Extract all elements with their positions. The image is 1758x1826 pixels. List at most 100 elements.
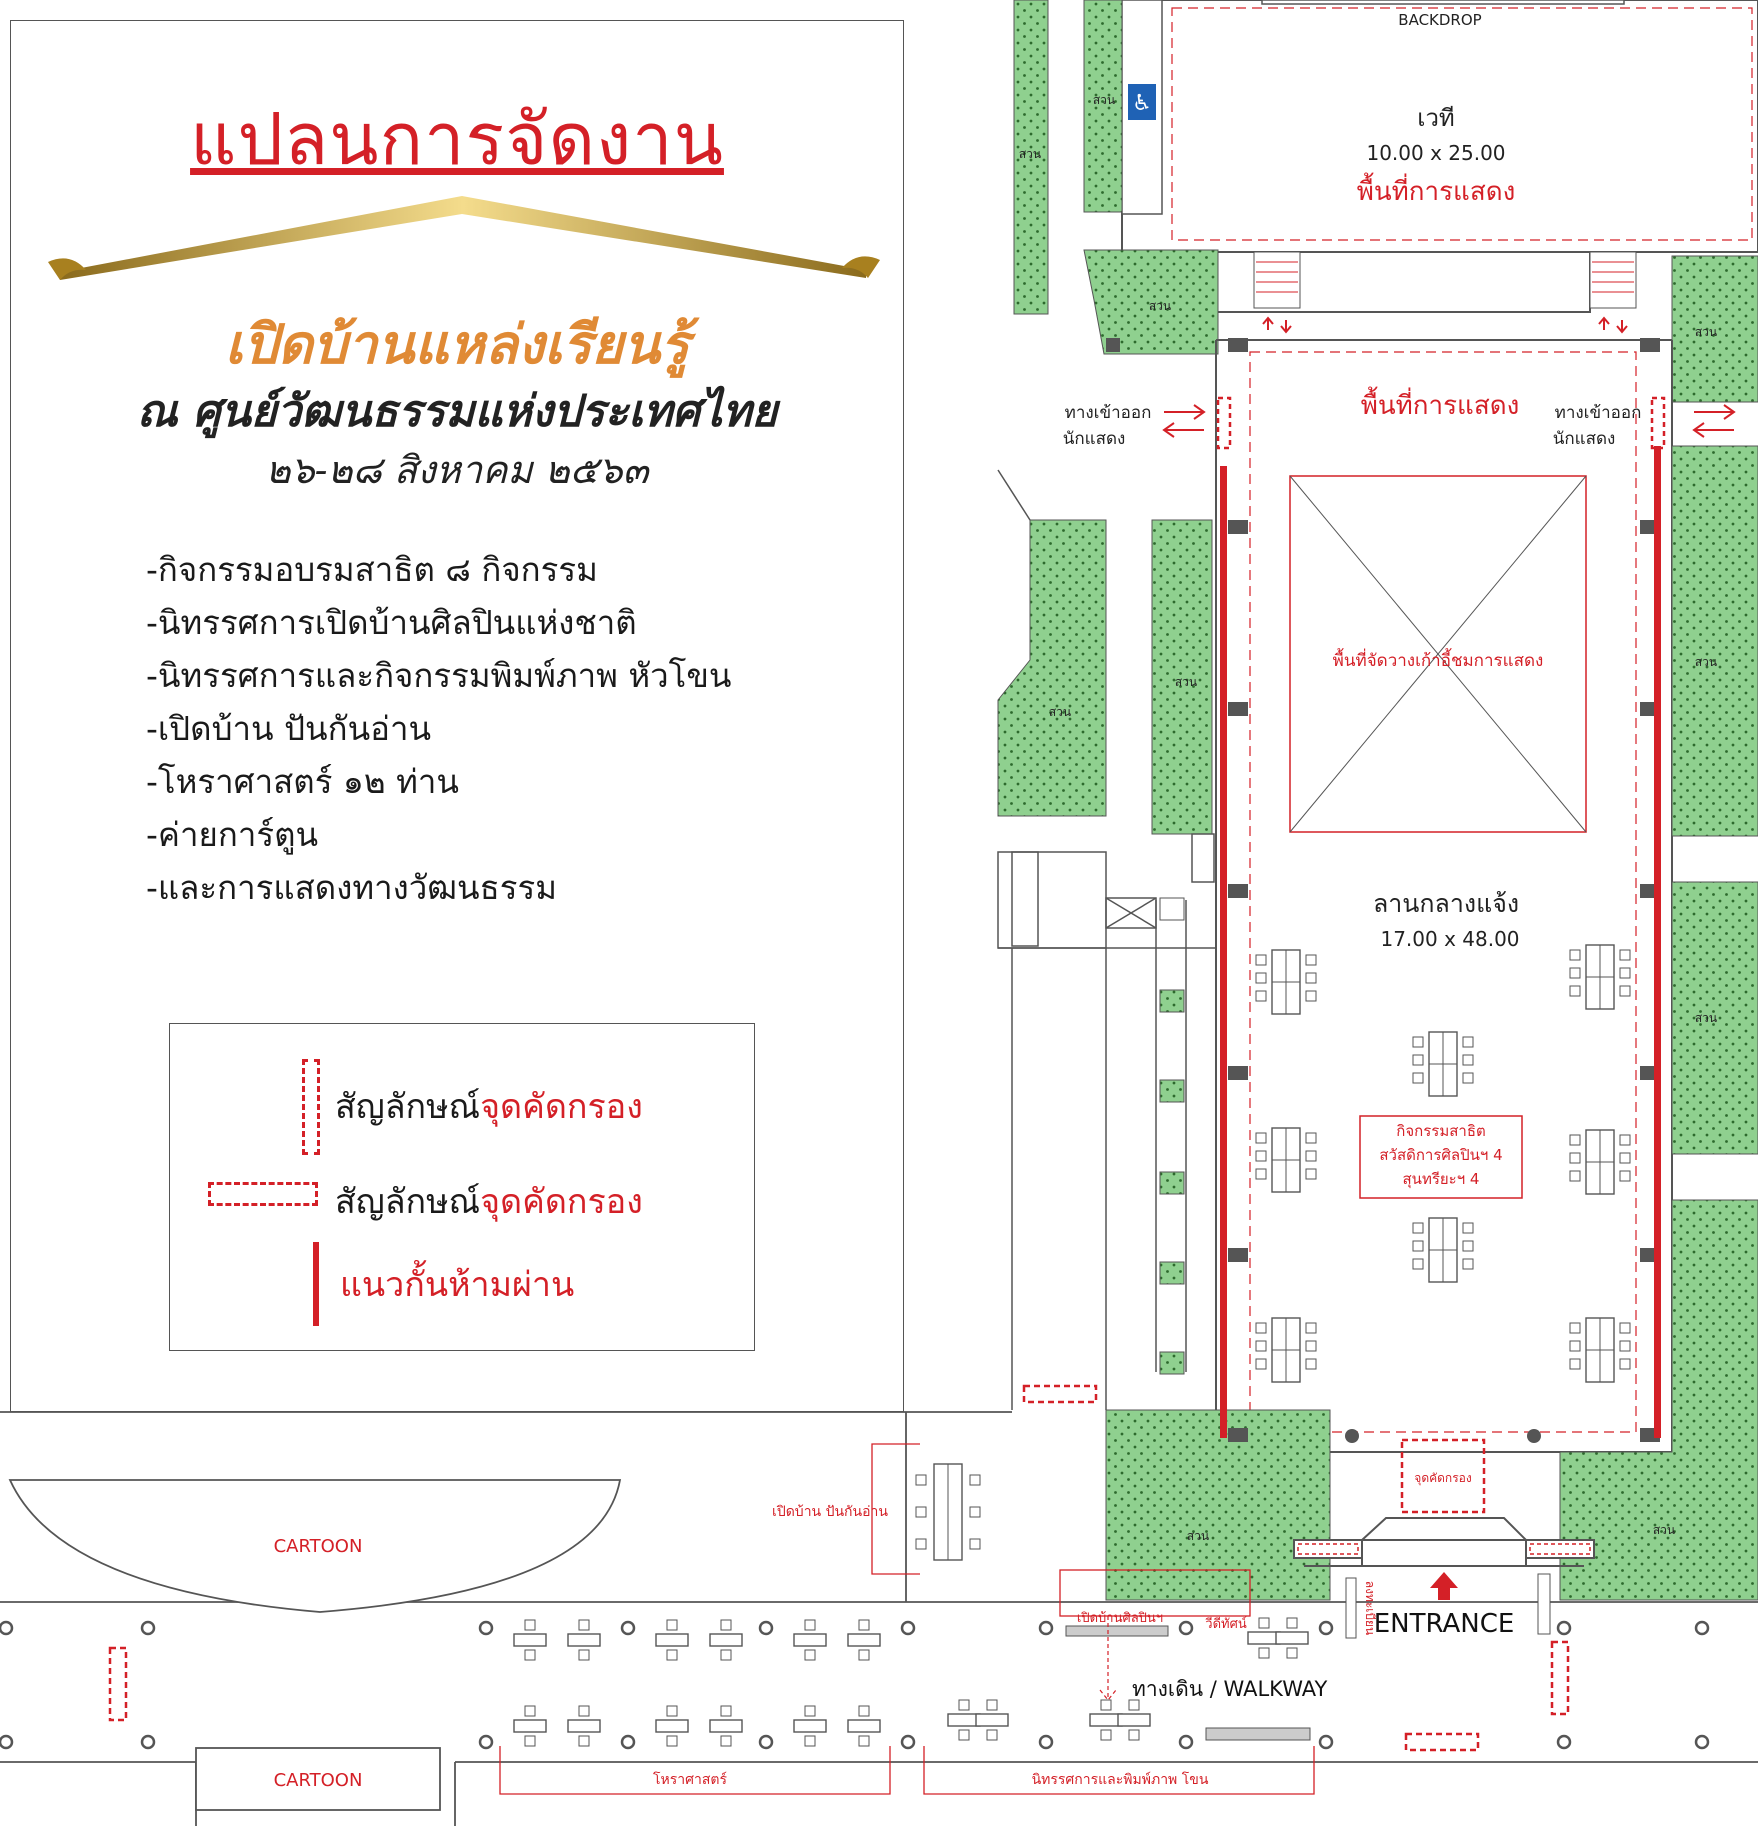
activity-item: -นิทรรศการและกิจกรรมพิมพ์ภาพ หัวโขน xyxy=(146,656,732,695)
table-cluster xyxy=(1255,1317,1317,1383)
desk xyxy=(847,1619,881,1661)
stage-performance-label: พื้นที่การแสดง xyxy=(1357,172,1516,207)
demo-activity-box xyxy=(1359,1115,1523,1199)
event-date: ๒๖-๒๘ สิงหาคม ๒๕๖๓ xyxy=(265,448,649,492)
garden-label-1: สวน xyxy=(1019,147,1041,161)
table-cluster xyxy=(1255,1127,1317,1193)
video-label: วีดีทัศน์ xyxy=(1205,1616,1247,1632)
garden-label-8: สวน xyxy=(1049,705,1071,719)
desk xyxy=(513,1705,547,1747)
demo-tables xyxy=(915,944,1631,1561)
plaza-performance-label: พื้นที่การแสดง xyxy=(1361,386,1520,421)
legend-barrier: แนวกั้นห้ามผ่าน xyxy=(340,1265,575,1305)
garden-label-3: สวน xyxy=(1149,299,1171,313)
table-cluster xyxy=(1569,1317,1631,1383)
plaza-name: ลานกลางแจ้ง xyxy=(1373,889,1519,918)
legend: สัญลักษณ์จุดคัดกรอง สัญลักษณ์จุดคัดกรอง … xyxy=(169,1023,755,1351)
plaza-size: 17.00 x 48.00 xyxy=(1380,927,1519,951)
barrier-right xyxy=(1654,446,1661,1438)
desk xyxy=(793,1619,827,1661)
entrance-pillars xyxy=(1345,1429,1541,1443)
legend-screening-horizontal: สัญลักษณ์จุดคัดกรอง xyxy=(335,1182,643,1222)
demo-activity-l2: สวัสดิการศิลปินฯ 4 xyxy=(1379,1146,1502,1164)
desk xyxy=(567,1619,601,1661)
plan-title: แปลนการจัดงาน xyxy=(190,97,724,181)
desk xyxy=(1089,1699,1123,1741)
barrier-left xyxy=(1220,466,1227,1438)
entrance-screening-label: จุดคัดกรอง xyxy=(1414,1471,1471,1486)
desk xyxy=(1247,1617,1281,1659)
event-subtitle: ณ ศูนย์วัฒนธรรมแห่งประเทศไทย xyxy=(136,386,778,437)
national-artist-label: เปิดบ้านศิลปินฯ xyxy=(1077,1611,1163,1626)
performer-gate-right-l1: ทางเข้าออก xyxy=(1555,403,1642,423)
stage-size: 10.00 x 25.00 xyxy=(1366,141,1505,165)
screening-point-d xyxy=(1404,1732,1480,1752)
garden-label-5: สวน xyxy=(1695,655,1717,669)
garden-label-2: สวน xyxy=(1093,93,1115,107)
performer-gate-left-l1: ทางเข้าออก xyxy=(1065,403,1152,423)
activity-item: -ค่ายการ์ตูน xyxy=(146,815,319,854)
screening-point-a xyxy=(1022,1384,1098,1404)
screening-gate-left xyxy=(1216,396,1232,450)
desk xyxy=(1117,1699,1151,1741)
desk xyxy=(1275,1617,1309,1659)
seating-area-box xyxy=(1289,475,1587,833)
stage-block xyxy=(1121,0,1758,313)
seating-area-label: พื้นที่จัดวางเก้าอี้ชมการแสดง xyxy=(1333,648,1544,671)
event-title: เปิดบ้านแหล่งเรียนรู้ xyxy=(224,312,690,376)
exhibition-label: นิทรรศการและพิมพ์ภาพ โขน xyxy=(1032,1771,1209,1788)
cartoon-top-label: CARTOON xyxy=(274,1536,363,1557)
entrance-label: ENTRANCE xyxy=(1374,1609,1515,1639)
side-walls xyxy=(997,469,1216,1410)
performer-gate-left-l2: นักแสดง xyxy=(1063,429,1126,449)
garden-label-6: สวน xyxy=(1695,1011,1717,1025)
activity-item: -โหราศาสตร์ ๑๒ ท่าน xyxy=(146,762,459,801)
cartoon-zone-bottom xyxy=(195,1747,441,1811)
screening-point-c xyxy=(1550,1640,1570,1716)
desk xyxy=(947,1699,981,1741)
activity-item: -เปิดบ้าน ปันกันอ่าน xyxy=(146,709,432,748)
street-furniture xyxy=(0,1617,1710,1750)
desk xyxy=(655,1619,689,1661)
demo-activity-l3: สุนทรียะฯ 4 xyxy=(1403,1170,1480,1189)
reading-house-bracket xyxy=(871,1443,920,1575)
entrance-arrow xyxy=(1430,1572,1458,1600)
desk xyxy=(709,1705,743,1747)
activity-item: -นิทรรศการเปิดบ้านศิลปินแห่งชาติ xyxy=(146,603,637,642)
desk xyxy=(975,1699,1009,1741)
national-artist-box xyxy=(1059,1569,1251,1617)
garden-label-9: สวน xyxy=(1175,675,1197,689)
table-cluster xyxy=(1569,1129,1631,1195)
walkway-label: ทางเดิน / WALKWAY xyxy=(1132,1677,1328,1701)
desk xyxy=(513,1619,547,1661)
desk xyxy=(567,1705,601,1747)
table-cluster xyxy=(1412,1217,1474,1283)
registration-label: ลงทะเบียน xyxy=(1363,1581,1377,1636)
legend-screening-vertical: สัญลักษณ์จุดคัดกรอง xyxy=(335,1087,643,1127)
table-cluster xyxy=(1412,1031,1474,1097)
exhibition-bracket xyxy=(923,1746,1315,1795)
performer-gate-right-l2: นักแสดง xyxy=(1553,429,1616,449)
desk xyxy=(655,1705,689,1747)
roof-ornament xyxy=(48,196,880,280)
activity-item: -และการแสดงทางวัฒนธรรม xyxy=(146,868,557,907)
reading-house-label: เปิดบ้าน ปันกันอ่าน xyxy=(772,1504,888,1520)
demo-activity-l1: กิจกรรมสาธิต xyxy=(1396,1122,1485,1140)
backdrop-label: BACKDROP xyxy=(1398,11,1481,29)
screening-point-b xyxy=(108,1646,128,1722)
desk xyxy=(847,1705,881,1747)
svg-text:♿: ♿ xyxy=(1132,91,1152,116)
cartoon-bottom-label: CARTOON xyxy=(274,1770,363,1791)
accessible-ramp: ♿ xyxy=(1121,0,1163,215)
legend-barrier-symbol xyxy=(313,1242,319,1326)
activity-list: -กิจกรรมอบรมสาธิต ๘ กิจกรรม -นิทรรศการเป… xyxy=(146,543,731,914)
entrance-screening-box xyxy=(1400,1438,1486,1514)
table-cluster xyxy=(1255,949,1317,1015)
astrology-bracket xyxy=(499,1746,891,1795)
corridor-planters xyxy=(1159,897,1185,1375)
desk xyxy=(709,1619,743,1661)
entrance-turnstiles xyxy=(1293,1539,1595,1559)
cartoon-zone-top xyxy=(8,1479,622,1613)
garden-label-4: สวน xyxy=(1695,325,1717,339)
